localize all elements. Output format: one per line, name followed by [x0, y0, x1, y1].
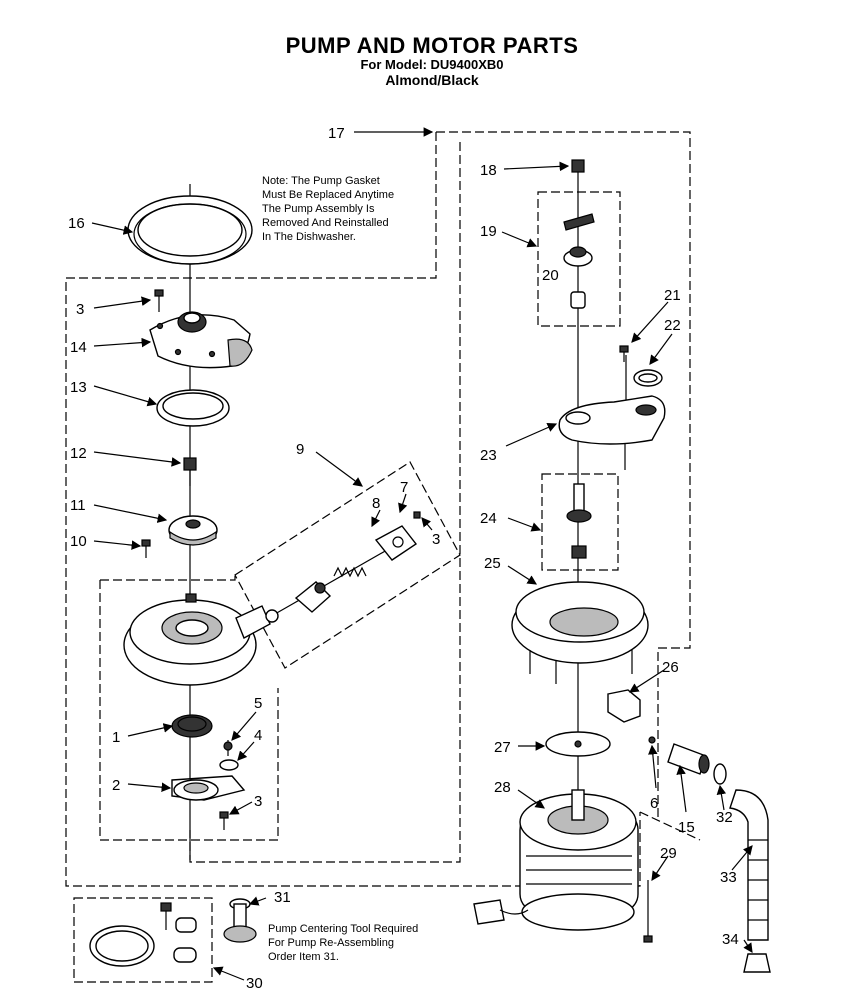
- callout-21: 21: [664, 287, 681, 304]
- slinger-disc-27: [545, 731, 611, 757]
- coupling-19: [563, 213, 595, 267]
- callout-11: 11: [70, 497, 86, 514]
- tool-note-line: For Pump Re-Assembling: [268, 937, 394, 949]
- note-line: In The Dishwasher.: [262, 231, 356, 243]
- callout-19: 19: [480, 223, 497, 240]
- check-valve-15: [667, 743, 710, 775]
- bushing-20: [570, 291, 586, 309]
- callout-2: 2: [112, 777, 120, 794]
- callout-9: 9: [296, 441, 304, 458]
- note-line: The Pump Assembly Is: [262, 203, 375, 215]
- shaft-coupler-24: [566, 483, 592, 559]
- callout-29: 29: [660, 845, 677, 862]
- screw-21: [619, 345, 629, 362]
- screw-10: [141, 539, 151, 558]
- pump-gasket-16: [127, 195, 253, 265]
- callout-3-lower: 3: [254, 793, 262, 810]
- pump-housing: [123, 593, 271, 686]
- callout-28: 28: [494, 779, 511, 796]
- mounting-plate-23: [558, 395, 666, 445]
- grommet-22: [633, 369, 663, 387]
- callout-13: 13: [70, 379, 87, 396]
- callout-32: 32: [716, 809, 733, 826]
- callout-26: 26: [662, 659, 679, 676]
- leader-lines: [91, 127, 753, 981]
- callout-10: 10: [70, 533, 87, 550]
- callout-27: 27: [494, 739, 511, 756]
- callout-6: 6: [650, 795, 658, 812]
- callout-34: 34: [722, 931, 739, 948]
- callout-15: 15: [678, 819, 695, 836]
- hose-end-34: [743, 953, 771, 973]
- callout-25: 25: [484, 555, 501, 572]
- callout-17: 17: [328, 125, 345, 142]
- ring-13: [156, 389, 230, 427]
- fitting-6: [648, 736, 656, 744]
- pump-gasket-note: Note: The Pump Gasket Must Be Replaced A…: [262, 175, 394, 243]
- screw-3-top: [154, 289, 164, 312]
- screw-29: [643, 880, 653, 943]
- impeller-11: [168, 515, 218, 546]
- centering-tool-31: [223, 898, 257, 943]
- valve-assembly-9: [265, 511, 421, 623]
- screw-3-lower: [219, 811, 229, 830]
- callout-3-top: 3: [76, 301, 84, 318]
- upper-housing-14: [149, 311, 253, 369]
- callout-18: 18: [480, 162, 497, 179]
- note-line: Note: The Pump Gasket: [262, 175, 380, 187]
- callout-14: 14: [70, 339, 87, 356]
- kit-30-contents: [89, 902, 197, 967]
- bracket-26: [607, 689, 641, 723]
- callout-12: 12: [70, 445, 87, 462]
- callout-33: 33: [720, 869, 737, 886]
- note-line: Removed And Reinstalled: [262, 217, 389, 229]
- callout-31: 31: [274, 889, 291, 906]
- callout-numbers: 17 16 3 14 13 12 11 10 9 8 7 3 1 2 5 4 3…: [68, 125, 739, 992]
- callout-4: 4: [254, 727, 262, 744]
- callout-30: 30: [246, 975, 263, 992]
- tool-note-line: Order Item 31.: [268, 951, 339, 963]
- callout-16: 16: [68, 215, 85, 232]
- clamp-32: [713, 763, 727, 785]
- lower-housing-2: [171, 775, 246, 801]
- nut-12: [183, 457, 197, 486]
- callout-20: 20: [542, 267, 559, 284]
- callout-23: 23: [480, 447, 497, 464]
- callout-24: 24: [480, 510, 497, 527]
- motor-mount-25: [511, 581, 649, 684]
- note-line: Must Be Replaced Anytime: [262, 189, 394, 201]
- callout-7: 7: [400, 479, 408, 496]
- model-line: For Model: DU9400XB0: [360, 57, 504, 72]
- filter-1: [171, 714, 213, 738]
- oring-4-and-pin-5: [219, 740, 239, 771]
- callout-8: 8: [372, 495, 380, 512]
- drain-hose-33: [729, 789, 769, 941]
- callout-3-valve: 3: [432, 531, 440, 548]
- color-line: Almond/Black: [385, 72, 479, 88]
- callout-22: 22: [664, 317, 681, 334]
- tool-note-line: Pump Centering Tool Required: [268, 923, 418, 935]
- motor-28: [473, 789, 639, 931]
- callout-5: 5: [254, 695, 262, 712]
- callout-1: 1: [112, 729, 120, 746]
- centering-tool-note: Pump Centering Tool Required For Pump Re…: [268, 923, 418, 963]
- diagram-title: PUMP AND MOTOR PARTS: [285, 33, 579, 58]
- nut-18: [571, 159, 585, 173]
